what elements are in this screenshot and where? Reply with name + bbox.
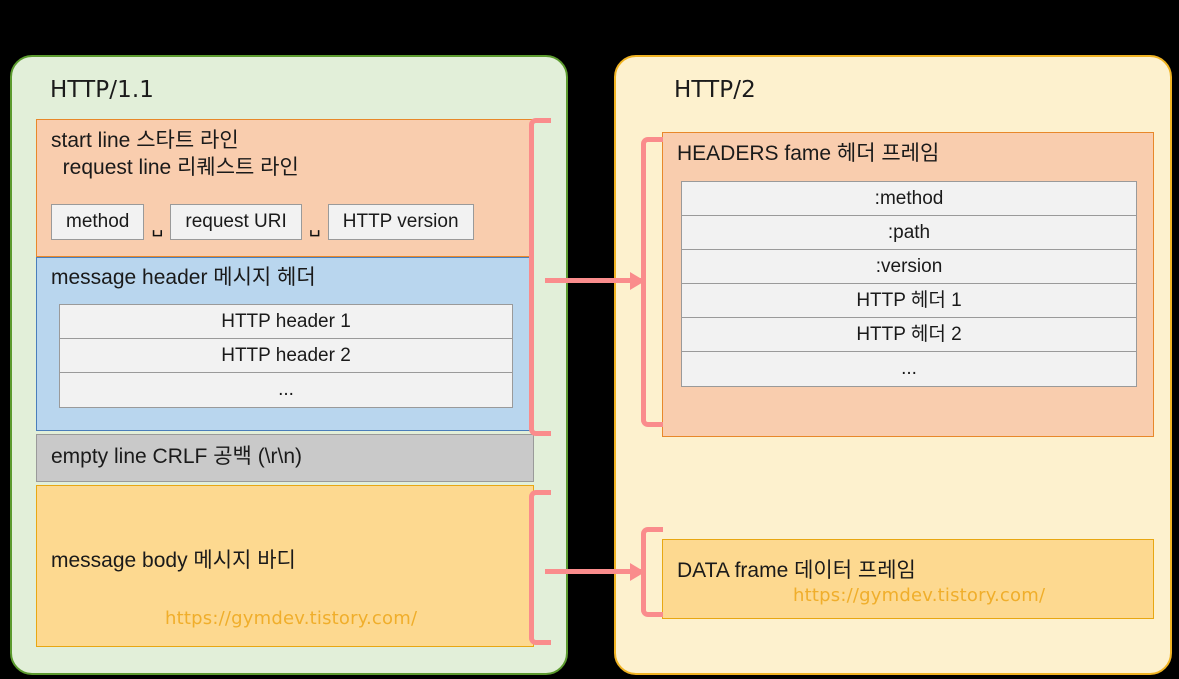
data-frame-block: DATA frame 데이터 프레임 https://gymdev.tistor… [662,539,1154,619]
table-row: HTTP header 2 [60,339,512,373]
http11-panel-title: HTTP/1.1 [50,77,154,103]
http2-panel: HTTP/2 HEADERS fame 헤더 프레임 :method :path… [614,55,1172,675]
token-method: method [51,204,145,240]
message-body-block: message body 메시지 바디 https://gymdev.tisto… [36,485,534,647]
token-http-version: HTTP version [327,204,474,240]
start-line-label: start line 스타트 라인 request line 리퀘스트 라인 [51,129,299,179]
table-row: HTTP header 1 [60,305,512,339]
empty-line-label: empty line CRLF 공백 (\r\n) [51,445,303,468]
table-row: HTTP 헤더 2 [682,318,1136,352]
bracket-http11-body [529,490,551,645]
table-row: :version [682,250,1136,284]
space-separator-icon-2: ␣ [308,215,321,237]
table-row: :method [682,182,1136,216]
watermark-left: https://gymdev.tistory.com/ [165,608,418,629]
table-row: :path [682,216,1136,250]
bracket-http2-body [641,527,663,617]
message-header-table: HTTP header 1 HTTP header 2 ... [59,304,513,408]
start-line-block: start line 스타트 라인 request line 리퀘스트 라인 m… [36,119,534,257]
start-line-token-row: method ␣ request URI ␣ HTTP version [51,204,474,240]
token-request-uri: request URI [170,204,302,240]
http11-panel: HTTP/1.1 start line 스타트 라인 request line … [10,55,568,675]
http2-panel-title: HTTP/2 [674,77,756,103]
table-row: ... [278,379,294,400]
empty-line-block: empty line CRLF 공백 (\r\n) [36,434,534,482]
headers-frame-table: :method :path :version HTTP 헤더 1 HTTP 헤더… [681,181,1137,387]
headers-frame-block: HEADERS fame 헤더 프레임 :method :path :versi… [662,132,1154,437]
headers-frame-label: HEADERS fame 헤더 프레임 [677,142,940,165]
arrow-line-body [545,569,645,574]
message-body-label: message body 메시지 바디 [51,549,296,572]
table-row: HTTP 헤더 1 [682,284,1136,318]
space-separator-icon: ␣ [151,215,164,237]
message-header-block: message header 메시지 헤더 HTTP header 1 HTTP… [36,257,534,431]
watermark-right: https://gymdev.tistory.com/ [793,585,1046,606]
bracket-http11-headers [529,118,551,436]
arrow-line-headers [545,278,645,283]
data-frame-label: DATA frame 데이터 프레임 [677,559,916,582]
table-row: ... [901,358,917,379]
bracket-http2-headers [641,137,663,427]
message-header-label: message header 메시지 헤더 [51,266,316,289]
